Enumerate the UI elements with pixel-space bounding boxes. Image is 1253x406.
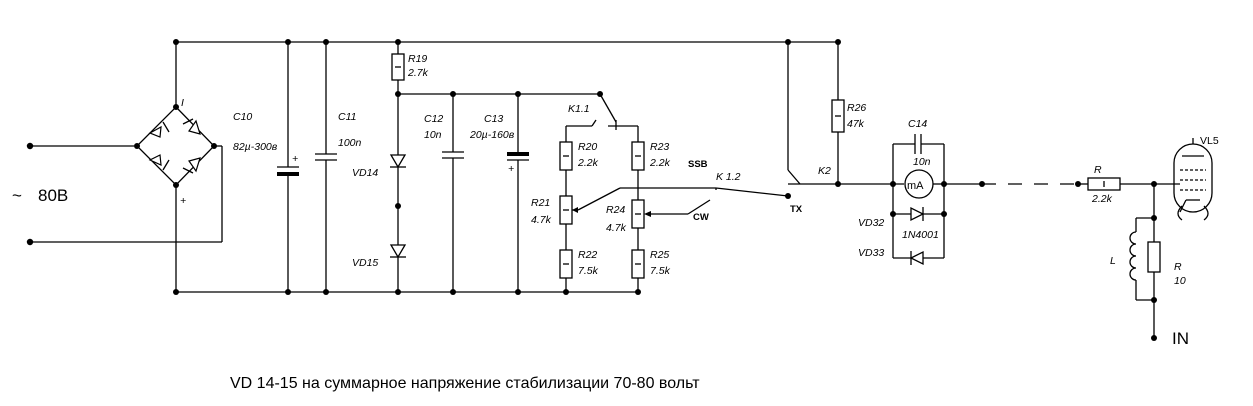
resistor-r25: R25 7.5k [631, 249, 671, 292]
r19-value: 2.7k [407, 67, 429, 79]
vd32-part: 1N4001 [902, 229, 939, 241]
resistor-r22: R22 7.5k [559, 249, 599, 292]
vd32-name: VD32 [858, 217, 884, 229]
potentiometer-r21: R21 4.7k [531, 187, 716, 250]
relay-contact-k12: SSB K 1.2 CW TX [688, 159, 803, 223]
svg-text:R26: R26 [847, 102, 866, 114]
input-voltage-label: 80В [38, 186, 68, 205]
svg-text:4.7k: 4.7k [606, 222, 627, 234]
svg-text:R23: R23 [650, 141, 669, 153]
svg-text:R24: R24 [606, 204, 625, 216]
c10-value: 82µ-300в [233, 141, 278, 153]
svg-text:I: I [181, 97, 184, 109]
potentiometer-r24: R24 4.7k [606, 199, 711, 250]
svg-text:4.7k: 4.7k [531, 214, 552, 226]
c13-name: C13 [484, 113, 503, 125]
vd33-name: VD33 [858, 247, 884, 259]
svg-text:2.2k: 2.2k [1091, 193, 1113, 205]
svg-text:R21: R21 [531, 197, 550, 209]
c14-name: C14 [908, 118, 927, 130]
l-name: L [1110, 255, 1116, 267]
vl5-name: VL5 [1200, 135, 1219, 147]
svg-text:+: + [292, 153, 298, 165]
svg-text:10: 10 [1174, 275, 1186, 287]
resistor-r19: R19 2.7k [391, 42, 429, 94]
c12-name: C12 [424, 113, 443, 125]
resistor-r26: R26 47k [831, 42, 866, 187]
svg-text:47k: 47k [847, 118, 865, 130]
vd15-name: VD15 [352, 257, 378, 269]
bottom-rail [173, 289, 641, 295]
resistor-r23: R23 2.2k [631, 126, 671, 200]
svg-text:7.5k: 7.5k [650, 265, 671, 277]
bridge-plus: + [180, 195, 186, 207]
c12-value: 10n [424, 129, 442, 141]
in-label: IN [1172, 329, 1189, 348]
c14-value: 10n [913, 156, 931, 168]
svg-text:2.2k: 2.2k [577, 157, 599, 169]
cw-label: CW [693, 212, 709, 223]
capacitor-c11: C11 100n [315, 42, 362, 292]
milliammeter-label: mA [907, 180, 924, 192]
capacitor-c12: C12 10n [424, 94, 464, 292]
k12-name: K 1.2 [716, 171, 741, 183]
k2-name: K2 [818, 165, 831, 177]
caption: VD 14-15 на суммарное напряжение стабили… [230, 375, 700, 392]
k11-name: K1.1 [568, 103, 590, 115]
bridge-rectifier: I + [134, 42, 217, 292]
svg-text:7.5k: 7.5k [578, 265, 599, 277]
relay-contact-k11: K1.1 [566, 93, 638, 130]
top-rail [173, 39, 841, 45]
c11-value: 100n [338, 137, 362, 149]
ac-symbol: ~ [12, 186, 22, 205]
svg-text:R: R [1174, 261, 1182, 273]
ssb-label: SSB [688, 159, 708, 170]
svg-text:R20: R20 [578, 141, 597, 153]
c10-name: C10 [233, 111, 252, 123]
c11-name: C11 [338, 111, 356, 123]
ac-input: ~ 80В [12, 142, 223, 246]
zener-vd14: VD14 [352, 94, 407, 245]
svg-text:R: R [1094, 164, 1102, 176]
svg-text:2.2k: 2.2k [649, 157, 671, 169]
capacitor-c13: + C13 20µ-160в [469, 94, 529, 292]
output-line [944, 181, 1088, 187]
meter-block: C14 10n mA VD32 1N4001 VD33 [838, 118, 947, 266]
svg-text:R22: R22 [578, 249, 597, 261]
tube-vl5: VL5 [1154, 135, 1219, 221]
resistor-r20: R20 2.2k [559, 126, 599, 196]
zener-vd15: VD15 [352, 244, 407, 292]
relay-contact-k2: K2 [787, 42, 838, 185]
tx-label: TX [790, 204, 803, 215]
capacitor-c10: + C10 82µ-300в [233, 42, 299, 292]
svg-text:R25: R25 [650, 249, 669, 261]
vd14-name: VD14 [352, 167, 378, 179]
grid-circuit: L R 10 IN [1110, 184, 1189, 348]
c13-value: 20µ-160в [469, 129, 515, 141]
stabilized-node [395, 91, 603, 97]
svg-text:+: + [508, 163, 514, 175]
resistor-r-output: R 2.2k [1087, 164, 1157, 205]
r19-name: R19 [408, 53, 427, 65]
